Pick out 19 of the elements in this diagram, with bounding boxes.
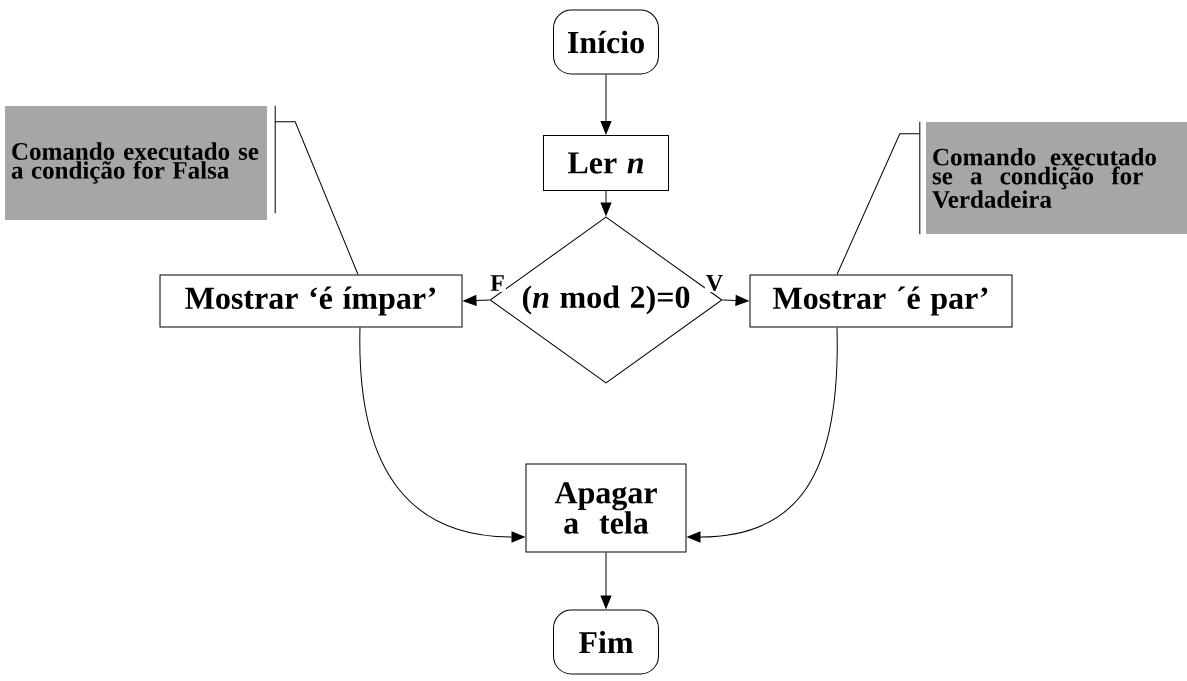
terminal-box: Fim <box>553 609 659 675</box>
callout-box: Comando executado se a condição for Verdadeira <box>926 122 1187 234</box>
process-box: Apagar a tela <box>525 463 687 553</box>
edge-label: F <box>489 274 506 292</box>
arrow <box>722 295 749 306</box>
process-box: Ler n <box>543 135 669 191</box>
arrow <box>687 327 838 543</box>
leader-line <box>274 105 359 275</box>
callout-box: Comando executado se a condição for Falsa <box>5 106 267 220</box>
process-box: Mostrar ´é par’ <box>749 274 1013 328</box>
terminal-box: Início <box>553 9 659 75</box>
arrow <box>600 190 612 216</box>
process-box: Mostrar ‘é ímpar’ <box>159 274 463 328</box>
edge-label: V <box>704 273 725 293</box>
arrow <box>600 552 612 609</box>
arrow <box>463 295 490 306</box>
leader-line <box>836 121 921 275</box>
arrow <box>359 327 525 543</box>
arrow <box>600 74 612 135</box>
